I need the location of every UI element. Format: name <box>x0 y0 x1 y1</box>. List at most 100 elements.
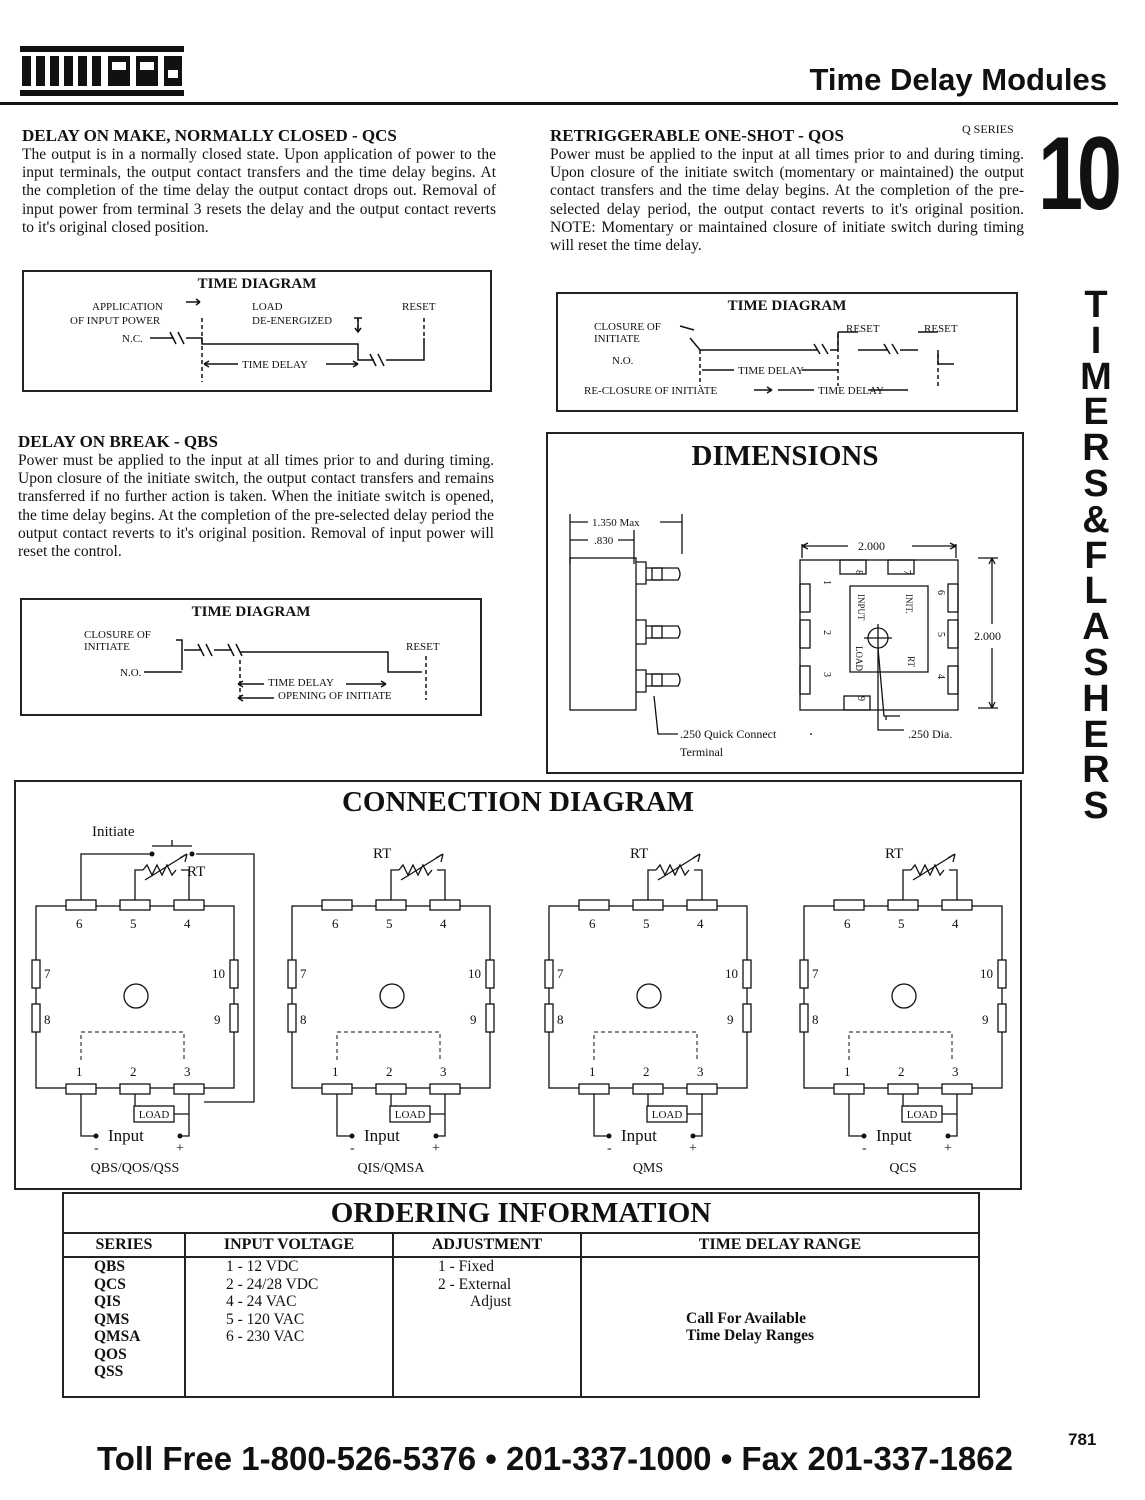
conn-1-input-wire <box>80 1094 94 1137</box>
qbs-title: DELAY ON BREAK - QBS <box>18 432 218 451</box>
conn-3-pin-1: 1 <box>589 1064 596 1079</box>
qbs-diagram-title: TIME DIAGRAM <box>191 604 311 620</box>
ordering-series-1: QCS <box>94 1275 126 1293</box>
conn-1-module <box>35 905 235 1089</box>
conn-4-top-terminal-0 <box>833 899 865 911</box>
ordering-header-series: SERIES <box>62 1232 186 1258</box>
conn-4-pin-7: 7 <box>812 966 819 981</box>
ordering-series-0: QBS <box>94 1258 126 1275</box>
conn-4-load-label: LOAD <box>907 1109 938 1121</box>
conn-4-rt-label: RT <box>885 846 903 862</box>
dim-quick-connect: .250 Quick Connect <box>680 727 777 741</box>
dim-max: 1.350 Max <box>592 517 640 529</box>
conn-3-rt-resistor <box>655 863 690 877</box>
conn-3-pin-7: 7 <box>557 966 564 981</box>
dim-inner-load: LOAD <box>854 646 864 671</box>
ordering-header-voltage: INPUT VOLTAGE <box>184 1232 394 1258</box>
conn-2-right-terminal-1 <box>485 1003 495 1033</box>
conn-3-top-terminal-2 <box>686 899 718 911</box>
conn-4-caption: QCS <box>889 1161 916 1176</box>
vertical-letter-11: H <box>1082 677 1110 720</box>
dimensions-title: DIMENSIONS <box>691 440 879 472</box>
ordering-range-1: Time Delay Ranges <box>686 1327 815 1344</box>
conn-4-left-terminal-1 <box>799 1003 809 1033</box>
conn-2-pin-7: 7 <box>300 966 307 981</box>
qos-label-reset-1: RESET <box>846 323 880 335</box>
conn-3-rt-wires <box>647 869 703 900</box>
conn-1-left-terminal-0 <box>31 959 41 989</box>
conn-3-internal-contact <box>593 1031 698 1060</box>
conn-2-bottom-terminal-0 <box>321 1083 353 1095</box>
conn-2-pin-4: 4 <box>440 916 447 931</box>
page-number: 781 <box>1068 1430 1097 1449</box>
dim-inner-input: INPUT <box>856 594 866 621</box>
conn-4-top-terminal-1 <box>887 899 919 911</box>
conn-3-module <box>548 905 748 1089</box>
conn-1-rt-arrow <box>144 853 188 881</box>
dim-pin-1: 1 <box>821 580 832 585</box>
conn-2-pin-10: 10 <box>468 966 481 981</box>
conn-2-load-label: LOAD <box>395 1109 426 1121</box>
conn-2-pin-6: 6 <box>332 916 339 931</box>
qcs-label-deenergized: DE-ENERGIZED <box>252 315 332 327</box>
dim-pin-7: 7 <box>901 570 912 575</box>
conn-4-input-plus: + <box>944 1141 952 1156</box>
qcs-label-application: APPLICATION <box>92 301 163 313</box>
conn-1-initiate-dot-b <box>189 851 195 857</box>
conn-4-pin-2: 2 <box>898 1064 905 1079</box>
conn-1-pin-2: 2 <box>130 1064 137 1079</box>
conn-2-rt-wires <box>390 869 446 900</box>
conn-1-load-wires <box>134 1094 190 1137</box>
qbs-time-diagram: TIME DIAGRAM CLOSURE OF INITIATE RESET N… <box>20 598 482 716</box>
conn-1-initiate-dot-a <box>149 851 155 857</box>
conn-1-initiate-wire <box>80 853 255 1103</box>
conn-3-input-plus-dot <box>690 1133 696 1139</box>
vertical-letter-8: L <box>1084 570 1108 613</box>
conn-4-pin-6: 6 <box>844 916 851 931</box>
conn-2-input-minus-dot <box>349 1133 355 1139</box>
conn-1-load-label: LOAD <box>139 1109 170 1121</box>
qcs-diagram-title: TIME DIAGRAM <box>197 276 317 292</box>
conn-1-rt-wires <box>134 869 190 900</box>
qos-time-diagram: TIME DIAGRAM CLOSURE OF INITIATE N.O. RE… <box>556 292 1018 412</box>
ordering-adjustment-2: Adjust <box>470 1293 512 1310</box>
conn-2-pin-9: 9 <box>470 1012 477 1027</box>
conn-3-input-minus: - <box>607 1141 612 1156</box>
dim-dia: .250 Dia. <box>908 727 952 741</box>
dimensions-panel: DIMENSIONS 1.350 Max .830 .250 Quick Con… <box>546 432 1024 774</box>
conn-2-input-plus: + <box>432 1141 440 1156</box>
ordering-table-container: ORDERING INFORMATION SERIES INPUT VOLTAG… <box>62 1192 980 1398</box>
conn-4-pin-9: 9 <box>982 1012 989 1027</box>
qcs-label-input-power: OF INPUT POWER <box>70 315 161 327</box>
conn-2-module <box>291 905 491 1089</box>
conn-4-input-minus-dot <box>861 1133 867 1139</box>
conn-1-input-plus: + <box>176 1141 184 1156</box>
vertical-letter-12: E <box>1083 713 1109 756</box>
conn-2-top-terminal-2 <box>429 899 461 911</box>
conn-1-input-minus: - <box>94 1141 99 1156</box>
conn-1-right-terminal-0 <box>229 959 239 989</box>
ordering-adjustment-1: 2 - External <box>438 1275 512 1293</box>
qcs-title: DELAY ON MAKE, NORMALLY CLOSED - QCS <box>22 126 397 145</box>
conn-4-pin-5: 5 <box>898 916 905 931</box>
conn-2-rt-resistor <box>398 863 433 877</box>
header-rule <box>0 102 1118 105</box>
conn-3-bottom-terminal-1 <box>632 1083 664 1095</box>
vertical-letter-6: & <box>1082 498 1110 541</box>
qos-label-reclosure: RE-CLOSURE OF INITIATE <box>584 385 717 397</box>
conn-1-top-terminal-2 <box>173 899 205 911</box>
conn-4-input-wire <box>848 1094 862 1137</box>
conn-3-mount-hole <box>636 983 662 1009</box>
conn-2-top-terminal-0 <box>321 899 353 911</box>
conn-2-pin-1: 1 <box>332 1064 339 1079</box>
conn-4-rt-arrow <box>912 853 956 881</box>
vertical-letter-7: F <box>1084 534 1108 577</box>
conn-4-input-minus: - <box>862 1141 867 1156</box>
dim-pin-6: 6 <box>935 590 946 595</box>
qbs-label-initiate: INITIATE <box>84 641 130 653</box>
conn-1-caption: QBS/QOS/QSS <box>91 1161 180 1176</box>
conn-3-input-wire <box>593 1094 607 1137</box>
vertical-letter-4: R <box>1082 427 1110 470</box>
conn-3-pin-9: 9 <box>727 1012 734 1027</box>
